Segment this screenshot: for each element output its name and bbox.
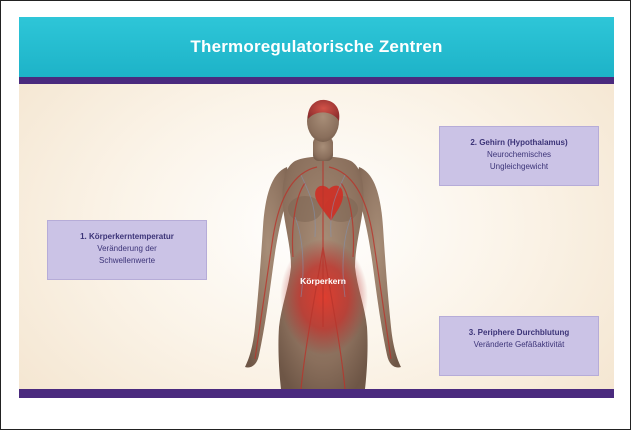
label-box-line: Veränderung der [48, 243, 206, 255]
label-box-line: Neurochemisches [440, 149, 598, 161]
slide-header: Thermoregulatorische Zentren [19, 17, 614, 77]
footer-band [19, 389, 614, 398]
header-divider-band [19, 77, 614, 84]
slide-title: Thermoregulatorische Zentren [19, 17, 614, 77]
core-label: Körperkern [281, 276, 365, 286]
label-box-heading: 2. Gehirn (Hypothalamus) [440, 137, 598, 149]
label-box-core-temperature: 1. Körperkerntemperatur Veränderung der … [47, 220, 207, 280]
label-box-line: Schwellenwerte [48, 255, 206, 267]
label-box-heading: 3. Periphere Durchblutung [440, 327, 598, 339]
label-box-peripheral-circulation: 3. Periphere Durchblutung Veränderte Gef… [439, 316, 599, 376]
slide: Thermoregulatorische Zentren [19, 17, 614, 398]
label-box-line: Veränderte Gefäßaktivität [440, 339, 598, 351]
human-body-illustration [225, 97, 421, 389]
label-box-hypothalamus: 2. Gehirn (Hypothalamus) Neurochemisches… [439, 126, 599, 186]
label-box-heading: 1. Körperkerntemperatur [48, 231, 206, 243]
label-box-line: Ungleichgewicht [440, 161, 598, 173]
